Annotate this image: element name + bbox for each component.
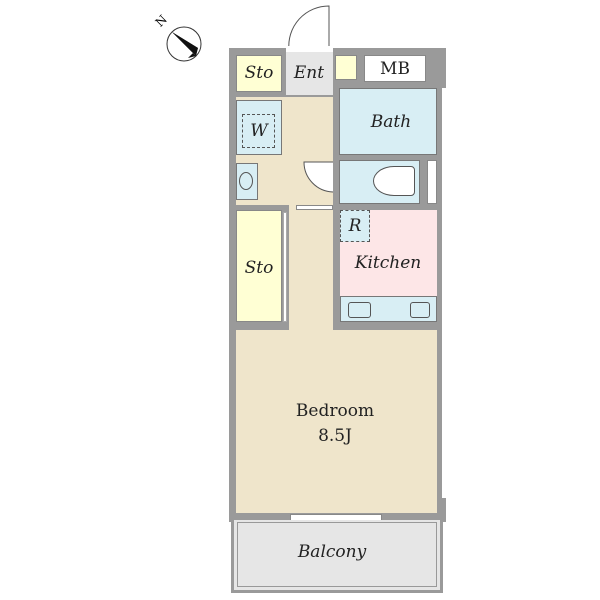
toilet-door-swing xyxy=(303,161,334,193)
entrance-door-swing xyxy=(288,5,330,51)
storage xyxy=(236,210,282,322)
bedroom xyxy=(236,330,437,513)
balcony xyxy=(231,520,443,593)
small-storage xyxy=(335,55,357,80)
balcony-label: Balcony xyxy=(297,542,367,562)
storage-top-label: Sto xyxy=(244,63,274,83)
bath-label: Bath xyxy=(370,112,412,132)
sink-icon xyxy=(348,302,371,318)
storage-label: Sto xyxy=(244,258,274,278)
storage-top xyxy=(236,55,282,92)
bath xyxy=(339,88,437,155)
bedroom-label: Bedroom xyxy=(295,401,375,421)
washbasin-icon xyxy=(239,172,253,190)
meter-box xyxy=(364,55,426,82)
meter-box-label: MB xyxy=(380,59,410,79)
entrance xyxy=(286,52,333,95)
entrance-label: Ent xyxy=(293,63,325,83)
stove-icon xyxy=(410,302,430,318)
toilet-icon xyxy=(373,166,415,196)
washer-label: W xyxy=(250,121,268,141)
compass: N xyxy=(153,12,210,66)
refrigerator-label: R xyxy=(348,216,362,236)
bedroom-size: 8.5J xyxy=(318,426,352,446)
compass-icon xyxy=(166,26,202,62)
kitchen-label: Kitchen xyxy=(354,253,422,273)
refrigerator-space xyxy=(340,210,370,242)
